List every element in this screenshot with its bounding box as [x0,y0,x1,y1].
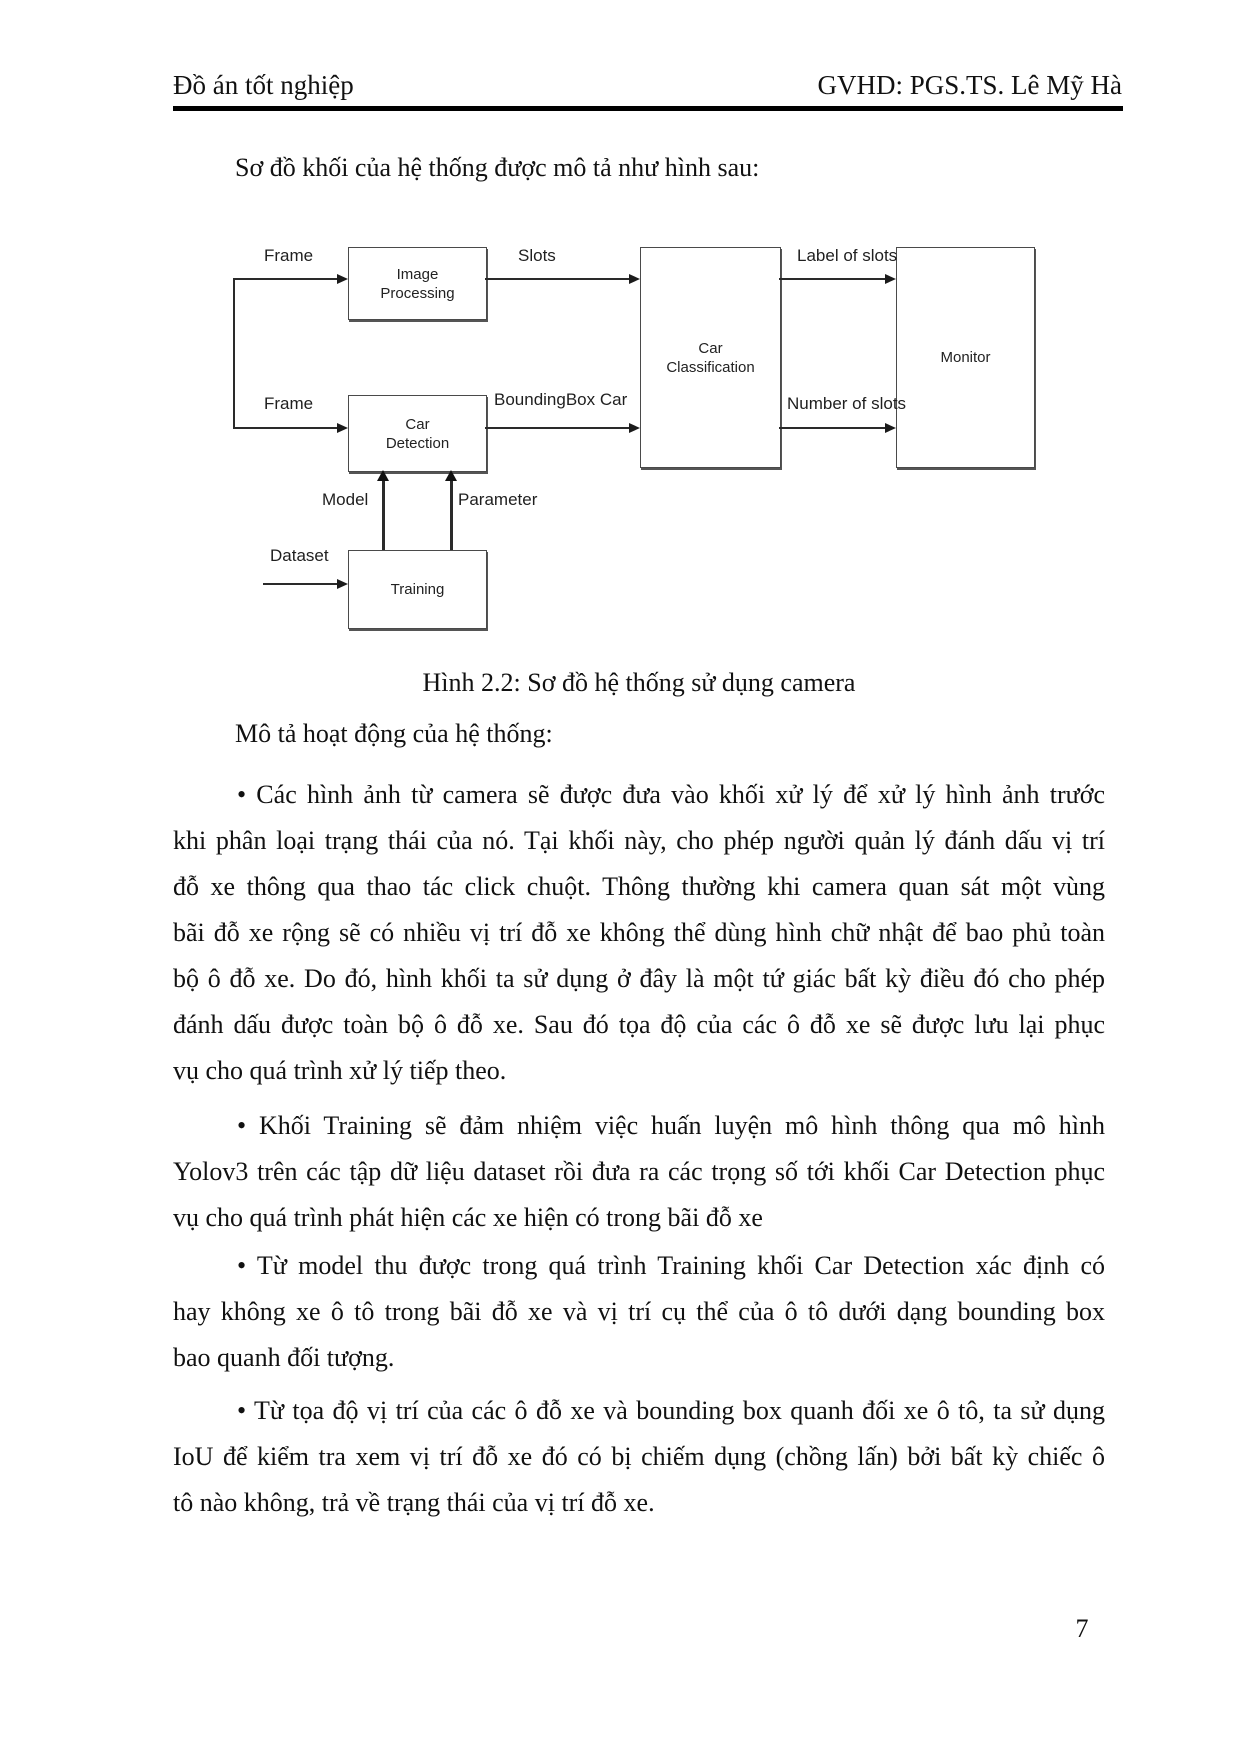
page-number: 7 [1075,1614,1089,1643]
text-line: đỗ xe thông qua thao tác click chuột. Th… [173,872,1105,901]
arrowhead-icon [337,423,348,433]
connector-car-classification-to-monitor-top [779,278,885,280]
figure-caption: Hình 2.2: Sơ đồ hệ thống sử dụng camera [422,668,856,697]
block-car-detection: Car Detection [348,395,487,472]
text-line: • Khối Training sẽ đảm nhiệm việc huấn l… [237,1111,1105,1140]
text-line: bãi đỗ xe rộng sẽ có nhiều vị trí đỗ xe … [173,918,1105,947]
header-left-text: Đồ án tốt nghiệp [173,70,354,100]
connector-frame-to-car-detection [233,427,337,429]
connector-frame-feed-line [233,278,235,429]
connector-image-processing-to-car-classification [485,278,629,280]
section-subheading: Mô tả hoạt động của hệ thống: [235,719,553,748]
text-line: bao quanh đối tượng. [173,1343,395,1372]
connector-frame-to-image-processing [233,278,337,280]
connector-car-detection-to-car-classification [485,427,629,429]
bullet-paragraph: • Khối Training sẽ đảm nhiệm việc huấn l… [173,1103,1105,1241]
arrowhead-icon [885,274,896,284]
text-line: tô nào không, trả về trạng thái của vị t… [173,1488,655,1517]
text-line: IoU để kiểm tra xem vị trí đỗ xe đó có b… [173,1442,1105,1471]
arrow-label-slots: Slots [518,246,556,265]
arrowhead-icon [337,274,348,284]
arrowhead-icon [377,470,389,481]
arrow-label-label-of-slots: Label of slots [797,246,898,265]
block-image-processing: Image Processing [348,247,487,320]
text-line: • Từ tọa độ vị trí của các ô đỗ xe và bo… [237,1396,1105,1425]
arrowhead-icon [629,423,640,433]
intro-paragraph: Sơ đồ khối của hệ thống được mô tả như h… [235,153,760,182]
connector-training-model-to-car-detection [382,481,385,550]
block-training: Training [348,550,487,629]
arrow-label-dataset: Dataset [270,546,329,565]
text-line: vụ cho quá trình xử lý tiếp theo. [173,1056,507,1085]
arrowhead-icon [629,274,640,284]
text-line: hay không xe ô tô trong bãi đỗ xe và vị … [173,1297,1105,1326]
arrow-label-boundingbox-car: BoundingBox Car [494,390,628,409]
block-monitor: Monitor [896,247,1035,468]
arrow-label-parameter: Parameter [458,490,538,509]
bullet-paragraph: • Từ tọa độ vị trí của các ô đỗ xe và bo… [173,1388,1105,1526]
arrow-label-frame-bottom: Frame [264,394,314,413]
arrow-label-frame-top: Frame [264,246,314,265]
text-line: Yolov3 trên các tập dữ liệu dataset rồi … [173,1157,1105,1186]
arrow-label-model: Model [322,490,369,509]
text-line: đánh dấu được toàn bộ ô đỗ xe. Sau đó tọ… [173,1010,1105,1039]
text-line: vụ cho quá trình phát hiện các xe hiện c… [173,1203,763,1232]
header-rule [173,106,1123,111]
bullet-paragraph: • Các hình ảnh từ camera sẽ được đưa vào… [173,772,1105,1094]
arrowhead-icon [445,470,457,481]
text-line: bộ ô đỗ xe. Do đó, hình khối ta sử dụng … [173,964,1105,993]
connector-car-classification-to-monitor-bottom [779,427,885,429]
block-car-classification: Car Classification [640,247,781,468]
text-line: • Các hình ảnh từ camera sẽ được đưa vào… [237,780,1105,809]
header-right-text: GVHD: PGS.TS. Lê Mỹ Hà [817,70,1122,100]
bullet-paragraph: • Từ model thu được trong quá trình Trai… [173,1243,1105,1381]
connector-training-parameter-to-car-detection [450,481,453,550]
arrowhead-icon [337,579,348,589]
text-line: • Từ model thu được trong quá trình Trai… [237,1251,1105,1280]
arrow-label-number-of-slots: Number of slots [787,394,907,413]
connector-dataset-to-training [263,583,337,585]
text-line: khi phân loại trạng thái của nó. Tại khố… [173,826,1105,855]
arrowhead-icon [885,423,896,433]
